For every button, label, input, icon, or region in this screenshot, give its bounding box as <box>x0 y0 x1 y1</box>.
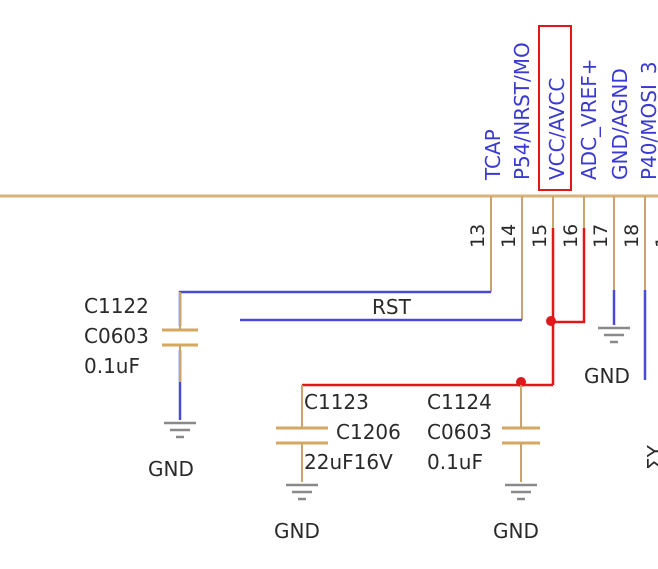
c1122-ref: C1122 <box>84 294 149 318</box>
c1124-value: 0.1uF <box>427 450 483 474</box>
gnd-symbol-c1124 <box>505 483 537 501</box>
pin-number-13: 13 <box>467 224 489 248</box>
pin-label-nrst: P54/NRST/MO <box>510 42 534 180</box>
c1122-value: 0.1uF <box>84 354 140 378</box>
c1123-package: C1206 <box>336 420 401 444</box>
gnd-symbol-c1122 <box>164 421 196 439</box>
gnd-symbol-c1123 <box>286 483 318 501</box>
junction-dot-vcc-top <box>546 316 556 326</box>
pin-label-p40: P40/MOSI_3 <box>637 61 658 180</box>
gnd-label-c1123: GND <box>274 519 320 543</box>
pin-number-15: 15 <box>529 224 551 248</box>
c1124-capacitor-symbol <box>502 426 540 445</box>
net-wires <box>178 290 647 420</box>
pin-number-17: 17 <box>590 224 612 248</box>
c1123-value: 22uF16V <box>304 450 393 474</box>
c1123-capacitor-symbol <box>276 426 328 445</box>
pin-number-18: 18 <box>621 224 643 248</box>
c1122-package: C0603 <box>84 324 149 348</box>
junction-dot-vcc-bottom <box>516 377 526 387</box>
gnd-symbol-pin17 <box>598 326 630 344</box>
pin-label-vcc: VCC/AVCC <box>545 78 569 180</box>
c1123-ref: C1123 <box>304 390 369 414</box>
edge-partial-text: ΣΥ <box>643 444 658 470</box>
c1122-capacitor-symbol <box>162 328 198 347</box>
vcc-highlight-box <box>538 25 572 191</box>
pin-number-14: 14 <box>498 224 520 248</box>
c1124-ref: C1124 <box>427 390 492 414</box>
gnd-label-pin17: GND <box>584 364 630 388</box>
c1124-package: C0603 <box>427 420 492 444</box>
pin-label-tcap: TCAP <box>481 129 505 181</box>
vcc-net <box>302 228 586 387</box>
vcc-wire-pin16 <box>553 228 586 324</box>
pin-number-partial: 1 <box>652 236 658 248</box>
gnd-label-c1122: GND <box>148 457 194 481</box>
pin-label-adc-vref: ADC_VREF+ <box>577 58 601 180</box>
pin-leads <box>490 196 646 320</box>
rst-net-label: RST <box>372 295 412 319</box>
gnd-label-c1124: GND <box>493 519 539 543</box>
pin-number-16: 16 <box>560 224 582 248</box>
pin-label-gnd-agnd: GND/AGND <box>608 68 632 180</box>
